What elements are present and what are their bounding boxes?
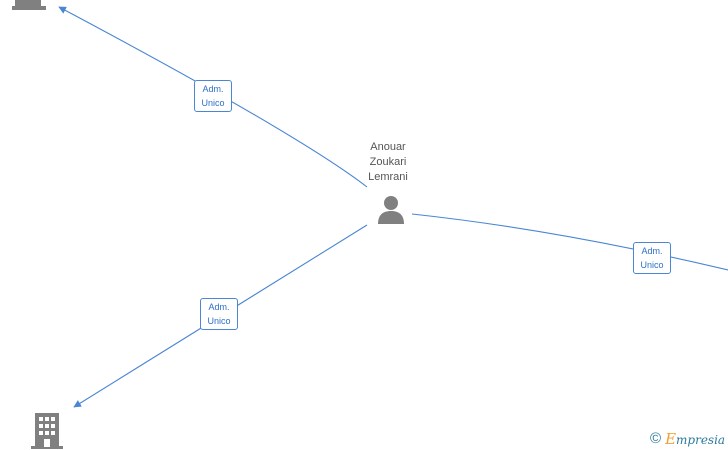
role-label-line: Unico [640,260,664,270]
building-icon[interactable] [30,413,64,449]
building-icon[interactable] [12,0,46,10]
role-label-line: Adm. [202,84,224,94]
edge-top-left [58,6,368,188]
person-icon[interactable] [376,194,406,224]
copyright-icon: © [650,430,662,447]
role-label[interactable]: Adm. Unico [200,298,238,330]
person-name[interactable]: Anouar Zoukari Lemrani [340,140,436,185]
role-label-line: Unico [201,98,225,108]
edge-right [411,213,728,271]
brand-logo: Empresia [665,430,725,449]
brand-watermark: © Empresia [650,429,725,449]
role-label[interactable]: Adm. Unico [194,80,232,112]
brand-name: mpresia [676,432,726,447]
person-name-line: Lemrani [368,171,408,183]
role-label-line: Adm. [641,246,663,256]
role-label-line: Adm. [208,302,230,312]
role-label[interactable]: Adm. Unico [633,242,671,274]
role-label-line: Unico [207,316,231,326]
person-name-line: Zoukari [369,156,407,168]
brand-initial: E [665,429,677,448]
person-name-line: Anouar [370,141,406,153]
